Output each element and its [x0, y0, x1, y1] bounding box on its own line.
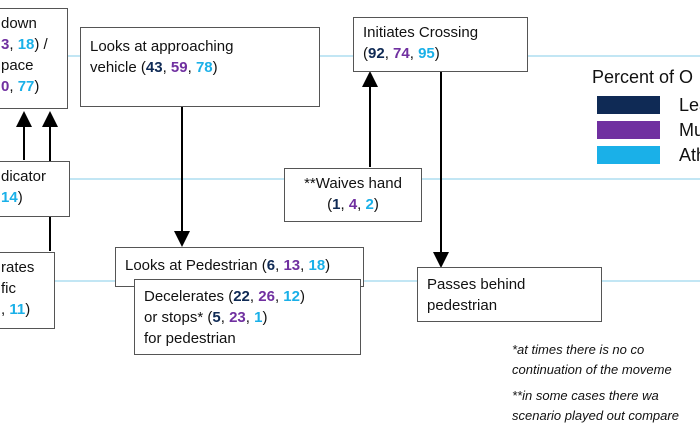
initiates-crossing-box: Initiates Crossing (92, 74, 95) — [353, 17, 528, 72]
looks-vehicle-num-athletic: 78 — [195, 59, 213, 76]
slows-line2: pace — [1, 57, 34, 74]
waves-num-leading: 1 — [332, 196, 341, 213]
indicator-tail: ) — [17, 189, 23, 206]
accelerates-line1: rates — [1, 259, 35, 276]
looks-ped-num-athletic: 18 — [308, 257, 326, 274]
legend-swatch-leading — [597, 96, 660, 114]
slows-num-athletic: 18 — [17, 36, 35, 53]
decelerates-line3: for pedestrian — [144, 330, 236, 347]
footnote-1-line2: continuation of the moveme — [512, 362, 672, 377]
initiates-num-leading: 92 — [368, 45, 385, 62]
initiates-line1: Initiates Crossing — [363, 24, 479, 41]
legend-swatch-middle — [597, 121, 660, 139]
waves-line1: **Waives hand — [304, 175, 402, 192]
accelerates-num-athletic: 11 — [9, 301, 26, 318]
waves-num-middle: 4 — [348, 196, 358, 213]
stops-num-leading: 5 — [212, 309, 221, 326]
slows-num2-middle: 0 — [1, 78, 10, 95]
indicator-num-athletic: 14 — [1, 189, 18, 206]
passes-line1: Passes behind — [427, 276, 526, 293]
legend-label-middle: Mu — [679, 120, 700, 140]
accelerates-line2: fic — [1, 280, 16, 297]
stops-num-middle: 23 — [229, 309, 246, 326]
waves-num-athletic: 2 — [365, 196, 374, 213]
decelerates-box: Decelerates (22, 26, 12) or stops* (5, 2… — [134, 279, 361, 355]
decelerates-num-middle: 26 — [258, 288, 275, 305]
looks-ped-num-leading: 6 — [266, 257, 276, 274]
looks-vehicle-line1: Looks at approaching — [90, 38, 234, 55]
slows-tail: ) — [34, 78, 40, 95]
passes-behind-box: Passes behind pedestrian — [417, 267, 602, 322]
waves-hand-box: **Waives hand (1, 4, 2) — [284, 168, 422, 222]
initiates-num-middle: 74 — [393, 45, 410, 62]
legend-title: Percent of O — [592, 67, 694, 87]
footnote-2-line1: **in some cases there wa — [512, 388, 659, 403]
decelerates-line2: or stops* — [144, 309, 204, 326]
legend-swatch-athletic — [597, 146, 660, 164]
slows-sep: ) / — [34, 36, 48, 53]
looks-ped-num-middle: 13 — [283, 257, 301, 274]
initiates-num-athletic: 95 — [418, 45, 435, 62]
slows-down-box: down 3, 18) / pace 0, 77) — [0, 8, 68, 109]
accelerates-box: rates fic , 11) — [0, 252, 55, 329]
looks-vehicle-num-leading: 43 — [145, 59, 163, 76]
legend-label-leading: Lea — [679, 95, 700, 115]
slows-line1: down — [1, 15, 37, 32]
accelerates-tail: ) — [25, 301, 31, 318]
footnote-1-line1: *at times there is no co — [512, 342, 645, 357]
decelerates-num-athletic: 12 — [283, 288, 300, 305]
looks-ped-line1: Looks at Pedestrian — [125, 257, 258, 274]
looks-vehicle-line2: vehicle — [90, 59, 137, 76]
slows-num2-athletic: 77 — [17, 78, 35, 95]
indicator-box: dicator 14) — [0, 161, 70, 217]
indicator-line1: dicator — [1, 168, 47, 185]
legend-label-athletic: Ath — [679, 145, 700, 165]
looks-vehicle-num-middle: 59 — [170, 59, 188, 76]
slows-num-middle: 3 — [1, 36, 10, 53]
decelerates-line1: Decelerates — [144, 288, 225, 305]
looks-at-vehicle-box: Looks at approaching vehicle (43, 59, 78… — [80, 27, 320, 107]
decelerates-num-leading: 22 — [233, 288, 250, 305]
passes-line2: pedestrian — [427, 297, 498, 314]
footnote-2-line2: scenario played out compare — [512, 408, 679, 423]
stops-num-athletic: 1 — [254, 309, 263, 326]
